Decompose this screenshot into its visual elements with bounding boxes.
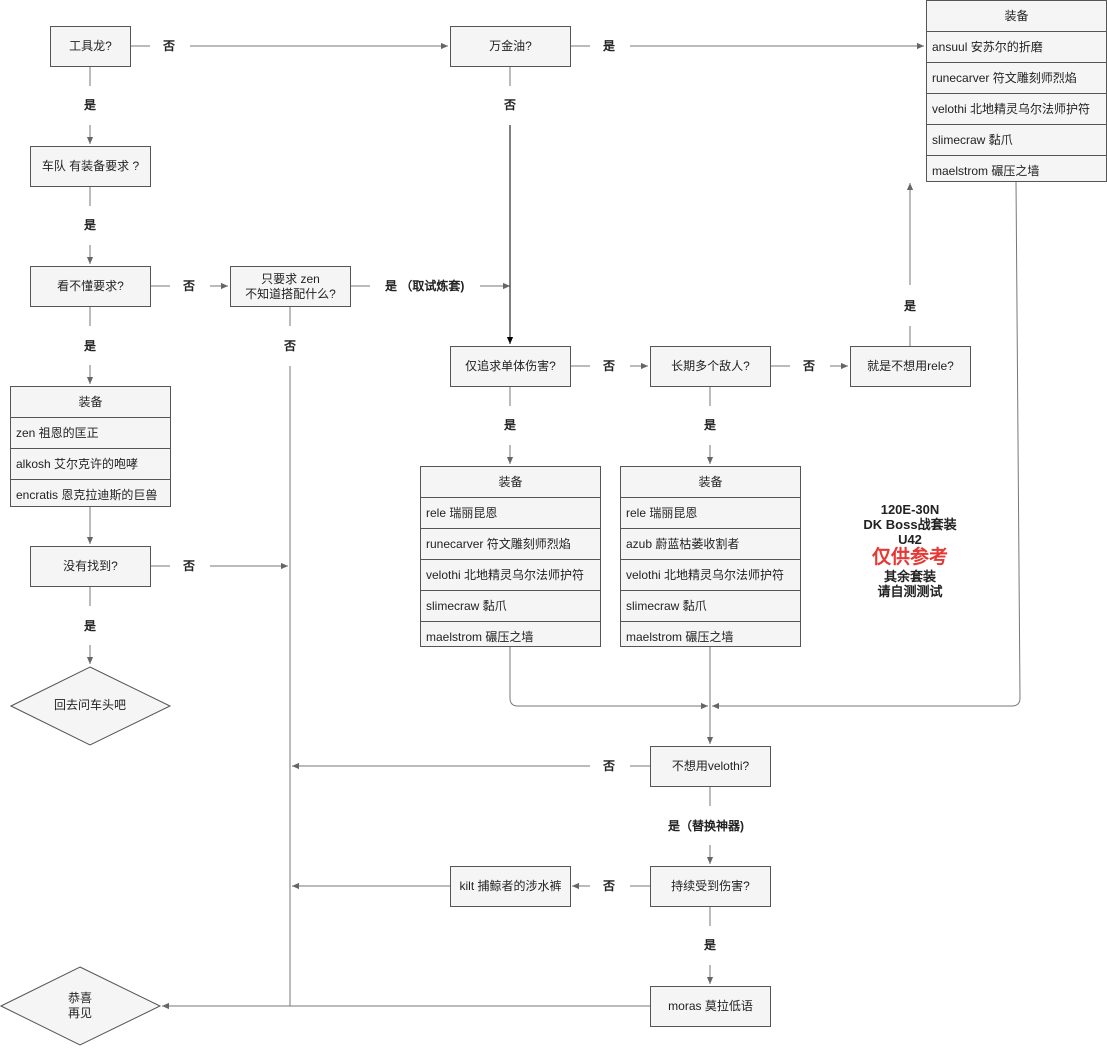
node-moras-text: moras 莫拉低语 (668, 999, 753, 1013)
note-warning: 仅供参考 (871, 547, 948, 568)
equipment-table-rele-single: 装备 rele 瑞丽昆恩 runecarver 符文雕刻师烈焰 velothi … (420, 466, 601, 647)
node-single-target: 仅追求单体伤害? (450, 346, 571, 387)
edge-label-no: 否 (163, 39, 176, 53)
edge-label-yes-trial: 是 （取试炼套) (385, 279, 465, 293)
equipment-row: maelstrom 碾压之墙 (626, 630, 734, 644)
edge-label-no: 否 (803, 359, 816, 373)
node-not-found-text: 没有找到? (63, 559, 118, 573)
node-kilt: kilt 捕鲸者的涉水裤 (450, 866, 571, 907)
disclaimer-note: 120E-30N DK Boss战套装 U42 仅供参考 其余套装 请自测测试 (840, 502, 980, 599)
edge-label-no: 否 (183, 559, 196, 573)
edge-label-yes: 是 (704, 938, 717, 952)
terminal-congrats-text: 恭喜 再见 (67, 991, 92, 1020)
node-kilt-text: kilt 捕鲸者的涉水裤 (459, 879, 562, 893)
edge-label-no: 否 (603, 879, 616, 893)
node-many-enemies-text: 长期多个敌人? (671, 359, 750, 373)
node-team-requirement-text: 车队 有装备要求 ? (41, 159, 140, 173)
equipment-row: rele 瑞丽昆恩 (621, 498, 800, 529)
edge-label-no: 否 (504, 98, 517, 112)
node-dont-understand: 看不懂要求? (30, 266, 151, 307)
node-moras: moras 莫拉低语 (650, 986, 771, 1027)
equipment-table-ansuul: 装备 ansuul 安苏尔的折磨 runecarver 符文雕刻师烈焰 velo… (926, 0, 1107, 182)
terminal-go-back-text: 回去问车头吧 (53, 698, 126, 712)
node-no-velothi: 不想用velothi? (650, 746, 771, 787)
edge-label-yes: 是 (84, 619, 97, 633)
edge-label-no: 否 (284, 339, 297, 353)
note-line-test: 请自测测试 (877, 584, 943, 599)
terminal-go-back (10, 666, 172, 746)
node-dont-understand-text: 看不懂要求? (57, 279, 124, 293)
equipment-row: maelstrom 碾压之墙 (932, 164, 1040, 178)
node-sustained-damage-text: 持续受到伤害? (671, 879, 750, 893)
equipment-row: alkosh 艾尔克许的咆哮 (11, 449, 170, 480)
edge-label-yes: 是 (504, 418, 517, 432)
edge-label-yes: 是 (904, 299, 917, 313)
equipment-table-rele-multi: 装备 rele 瑞丽昆恩 azub 蔚蓝枯萎收割者 velothi 北地精灵乌尔… (620, 466, 801, 647)
node-many-enemies: 长期多个敌人? (650, 346, 771, 387)
equipment-row: velothi 北地精灵乌尔法师护符 (927, 94, 1106, 125)
equipment-row: slimecraw 黏爪 (927, 125, 1106, 156)
equipment-row: velothi 北地精灵乌尔法师护符 (421, 560, 600, 591)
edge-label-no: 否 (603, 359, 616, 373)
equipment-row: velothi 北地精灵乌尔法师护符 (621, 560, 800, 591)
equipment-row: maelstrom 碾压之墙 (426, 630, 534, 644)
node-no-rele: 就是不想用rele? (850, 346, 971, 387)
equipment-table-title: 装备 (11, 387, 170, 418)
equipment-row: zen 祖恩的匡正 (11, 418, 170, 449)
equipment-row: rele 瑞丽昆恩 (421, 498, 600, 529)
note-line-update: U42 (898, 532, 922, 547)
node-only-zen-text: 只要求 zen 不知道搭配什么? (245, 271, 336, 301)
equipment-row: runecarver 符文雕刻师烈焰 (421, 529, 600, 560)
edge-label-yes: 是 (603, 39, 616, 53)
node-tool-dragon: 工具龙? (50, 26, 131, 67)
equipment-row: slimecraw 黏爪 (621, 591, 800, 622)
equipment-table-title: 装备 (927, 1, 1106, 32)
edge-label-yes: 是 (84, 98, 97, 112)
node-elixir-text: 万金油? (489, 39, 532, 53)
node-team-requirement: 车队 有装备要求 ? (30, 146, 151, 187)
node-only-zen: 只要求 zen 不知道搭配什么? (230, 266, 351, 307)
edge-label-yes: 是 (84, 218, 97, 232)
equipment-row: slimecraw 黏爪 (421, 591, 600, 622)
equipment-row: azub 蔚蓝枯萎收割者 (621, 529, 800, 560)
equipment-row: runecarver 符文雕刻师烈焰 (927, 63, 1106, 94)
edge-label-no: 否 (603, 759, 616, 773)
edge-label-yes: 是 (84, 339, 97, 353)
equipment-row: encratis 恩克拉迪斯的巨兽 (16, 488, 158, 502)
edge-label-no: 否 (183, 279, 196, 293)
node-no-velothi-text: 不想用velothi? (671, 759, 750, 773)
node-single-target-text: 仅追求单体伤害? (465, 359, 556, 373)
node-not-found: 没有找到? (30, 546, 151, 587)
note-line-set: DK Boss战套装 (863, 517, 957, 532)
equipment-table-title: 装备 (621, 467, 800, 498)
equipment-table-title: 装备 (421, 467, 600, 498)
note-line-version: 120E-30N (880, 502, 940, 517)
note-line-other: 其余套装 (883, 569, 936, 584)
edge-label-yes: 是 (704, 418, 717, 432)
node-tool-dragon-text: 工具龙? (69, 39, 112, 53)
node-elixir: 万金油? (450, 26, 571, 67)
terminal-congrats (0, 966, 162, 1046)
node-no-rele-text: 就是不想用rele? (867, 359, 954, 373)
node-sustained-damage: 持续受到伤害? (650, 866, 771, 907)
edge-label-yes-swap: 是（替换神器) (668, 819, 744, 833)
equipment-row: ansuul 安苏尔的折磨 (927, 32, 1106, 63)
equipment-table-zen: 装备 zen 祖恩的匡正 alkosh 艾尔克许的咆哮 encratis 恩克拉… (10, 386, 171, 507)
